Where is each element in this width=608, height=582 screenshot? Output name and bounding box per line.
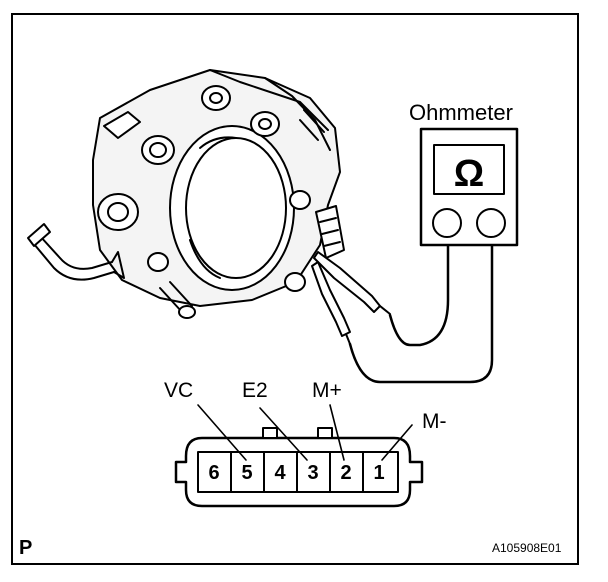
leader-vc (197, 404, 247, 461)
pin-5: 5 (241, 462, 252, 484)
leader-mplus (329, 404, 345, 461)
leader-e2 (259, 407, 308, 461)
figure-id: A105908E01 (492, 541, 562, 555)
corner-letter: P (19, 537, 33, 559)
throttle-body (92, 69, 345, 319)
pin-6: 6 (208, 462, 219, 484)
pin-3: 3 (307, 462, 318, 484)
sensor-connector (174, 427, 424, 508)
leader-mminus (381, 424, 413, 461)
label-e2: E2 (242, 379, 268, 402)
coolant-hose (27, 223, 125, 281)
pin-4: 4 (274, 462, 286, 484)
ohmmeter-title: Ohmmeter (409, 100, 513, 125)
pin-numbers: 6 5 4 3 2 1 (208, 462, 384, 484)
pin-2: 2 (340, 462, 351, 484)
probe-lower (311, 261, 351, 345)
ohmmeter (419, 127, 519, 247)
label-mminus: M- (422, 410, 447, 433)
lead-left (388, 240, 450, 347)
pin-1: 1 (373, 462, 384, 484)
lead-right (348, 240, 494, 384)
ohm-symbol: Ω (454, 153, 484, 195)
label-mplus: M+ (312, 379, 342, 402)
label-vc: VC (164, 379, 194, 402)
probe-upper (313, 251, 391, 315)
figure-frame (11, 13, 579, 565)
